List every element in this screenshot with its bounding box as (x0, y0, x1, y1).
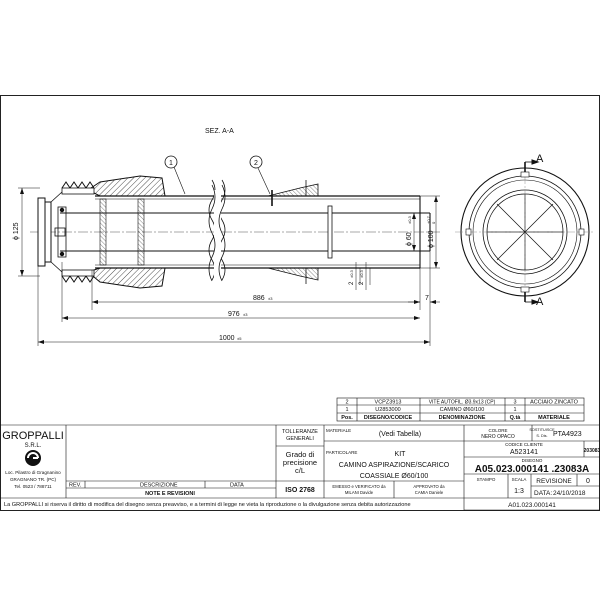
materiale-value: (Vedi Tabella) (379, 431, 421, 438)
section-marker-top: A (536, 153, 544, 165)
dim-phi125: ϕ 125 (13, 222, 20, 240)
dim-phi100: ϕ 100 (428, 230, 435, 248)
section-marker-bottom: A (536, 296, 544, 308)
rev-col-rev: REV. (69, 483, 82, 489)
disclaimer: La GROPPALLI si riserva il diritto di mo… (4, 502, 411, 508)
colore-value: NERO OPACO (481, 434, 515, 440)
company-logo (25, 450, 41, 466)
revisione-value: 0 (586, 478, 590, 485)
materiale-label: MATERIALE (326, 428, 351, 433)
bom-row-material: ACCIAIO ZINCATO (530, 400, 578, 406)
bom-header-qty: Q.tà (510, 415, 522, 421)
dim-phi60: ϕ 60 (406, 232, 413, 246)
tolerance-block: TOLLERANZE GENERALI Grado di precisione … (282, 429, 318, 494)
dim-phi60-tol: ±0.3 (407, 215, 412, 224)
particolare-value1: KIT (395, 451, 407, 458)
data-label: DATA: (534, 490, 552, 497)
company-address1: Loc. Pilastro di Gragnanino (5, 470, 61, 475)
disegno-label: DISEGNO (522, 458, 543, 463)
dim-886-tol: ±3 (268, 296, 273, 301)
bom-row-pos: 1 (345, 407, 348, 413)
bom-row-pos: 2 (345, 400, 348, 406)
tol-grade1: Grado di (286, 450, 315, 459)
dim-976-tol: ±3 (243, 312, 248, 317)
title-block-lines (0, 424, 600, 511)
company-phone: Tel. 0523 / 788711 (14, 484, 52, 489)
colore-label: COLORE (488, 428, 507, 433)
company-address2: GRAGNANO TR. (PC) (10, 477, 57, 482)
dim-976: 976 (228, 311, 240, 318)
bom-header-name: DENOMINAZIONE (439, 415, 486, 421)
emesso-label2: MILANI Davide (345, 490, 374, 495)
balloon-1 (164, 155, 186, 195)
company-name: GROPPALLI (2, 430, 64, 442)
bom-row-name: VITE AUTOFIL. Ø3.9x13 (CP) (429, 400, 496, 406)
revisions-block: REV. DESCRIZIONE DATA NOTE E REVISIONI (69, 483, 244, 498)
balloon-2 (249, 155, 271, 195)
approvato-label1: APPROVATO da (413, 484, 445, 489)
dimension-arrows (20, 188, 438, 344)
tol-grade2: precisione (283, 458, 317, 467)
balloon-1-label: 1 (169, 160, 173, 167)
sostituisce-label2: S. Dis. (536, 434, 547, 438)
rev-footer: NOTE E REVISIONI (145, 491, 195, 497)
balloon-2-label: 2 (254, 160, 258, 167)
dim-1000: 1000 (219, 335, 235, 342)
code-side: 203083 (584, 448, 600, 454)
company-suffix: S.R.L. (25, 443, 42, 449)
dim-2a: 2 (349, 281, 355, 285)
pipe-front-view (455, 159, 595, 305)
title-block: MATERIALE (Vedi Tabella) PARTICOLARE KIT… (326, 428, 600, 509)
tol-grade3: c/L (295, 466, 305, 475)
sostituisce-label1: SOSTITUISCE (529, 428, 555, 432)
section-label: SEZ. A-A (205, 128, 234, 135)
dim-7: 7 (425, 295, 429, 302)
dim-886: 886 (253, 295, 265, 302)
disegno-value: A05.023.000141 .23083A (475, 464, 590, 475)
approvato-label2: CAMIA Daniele (415, 490, 444, 495)
revisione-label: REVISIONE (536, 478, 572, 485)
rev-col-desc: DESCRIZIONE (140, 483, 178, 489)
emesso-label1: EMESSO e VERIFICATO da (332, 484, 386, 489)
bom-row-name: CAMINO Ø60/100 (440, 407, 485, 413)
bom-header-material: MATERIALE (538, 415, 570, 421)
bom-header-pos: Pos. (341, 415, 353, 421)
particolare-label: PARTICOLARE (326, 450, 357, 455)
sostituisce-value: PTA4923 (553, 431, 582, 438)
pipe-side-view (30, 175, 440, 289)
bom-table-lines (336, 397, 585, 422)
particolare-value3: COASSIALE Ø60/100 (360, 473, 429, 480)
bom-row-code: U2853000 (375, 407, 400, 413)
rev-col-date: DATA (230, 483, 244, 489)
dimension-lines (18, 187, 440, 346)
bottom-code: A01.023.000141 (508, 502, 556, 509)
codice-value: A523141 (510, 449, 538, 456)
company-block: GROPPALLI S.R.L. Loc. Pilastro di Gragna… (2, 430, 64, 489)
particolare-value2: CAMINO ASPIRAZIONE/SCARICO (339, 462, 450, 469)
scala-value: 1:3 (514, 488, 524, 495)
dim-2a-tol: ±0.3 (349, 269, 354, 278)
tol-title2: GENERALI (286, 436, 314, 442)
codice-label: CODICE CLIENTE (505, 442, 543, 447)
tol-iso: ISO 2768 (285, 487, 315, 494)
data-value: 24/10/2018 (553, 490, 586, 497)
bom-row-code: VCPZ3913 (375, 400, 402, 406)
dim-phi100-tol-dn: 0 (431, 221, 436, 224)
scala-label: SCALA (512, 477, 527, 482)
bom-row-qty: 1 (513, 407, 516, 413)
dim-1000-tol: ±5 (237, 336, 242, 341)
bom-row-qty: 3 (513, 400, 516, 406)
bom-table: 2 VCPZ3913 VITE AUTOFIL. Ø3.9x13 (CP) 3 … (341, 400, 578, 422)
bom-header-code: DISEGNO/CODICE (364, 415, 413, 421)
dim-phi100-tol-up: +0.7 (426, 215, 431, 224)
tol-title1: TOLLERANZE (282, 429, 318, 435)
stampo-label: STAMPO (477, 477, 496, 482)
dim-2b-tol: ±0.3 (359, 269, 364, 278)
dim-2b: 2 (359, 281, 365, 285)
